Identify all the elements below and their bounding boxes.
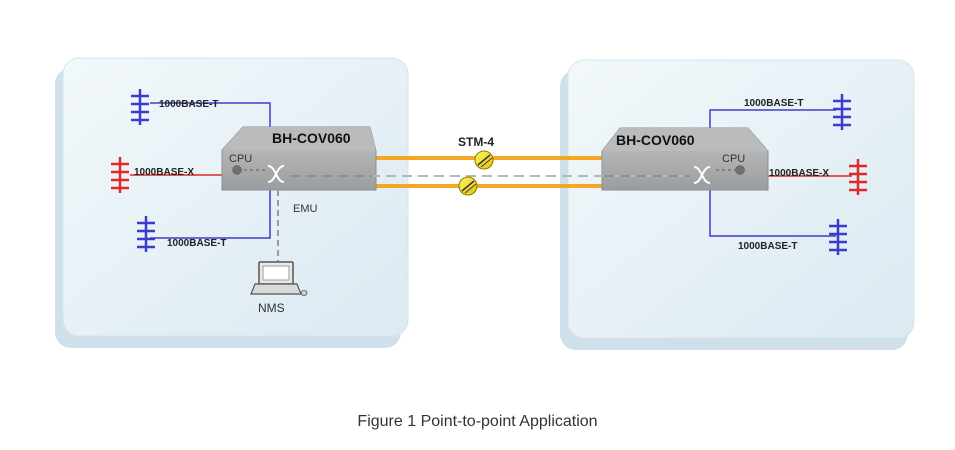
left-cpu-label: CPU — [229, 153, 252, 165]
right-cpu-label: CPU — [722, 153, 745, 165]
left-device-label: BH-COV060 — [272, 130, 351, 146]
right-switch-icon — [693, 166, 711, 184]
nms-label: NMS — [258, 301, 285, 315]
stm4-marker-top-icon — [474, 150, 494, 170]
right-port-mid-label: 1000BASE-X — [769, 168, 829, 179]
right-port-bottom-icon — [829, 219, 847, 255]
left-port-mid-icon — [111, 157, 129, 193]
right-port-mid-icon — [849, 159, 867, 195]
left-switch-icon — [267, 165, 285, 183]
right-port-bottom-cable — [709, 188, 836, 237]
left-port-bottom-label: 1000BASE-T — [167, 238, 226, 249]
left-port-mid-label: 1000BASE-X — [134, 167, 194, 178]
left-port-top-label: 1000BASE-T — [159, 99, 218, 110]
right-device-label: BH-COV060 — [616, 132, 695, 148]
left-device — [221, 126, 377, 191]
left-cpu-icon — [232, 165, 242, 175]
right-device — [601, 127, 769, 191]
right-port-bottom-label: 1000BASE-T — [738, 241, 797, 252]
left-port-bottom-cable — [150, 186, 271, 239]
right-port-top-icon — [833, 94, 851, 130]
left-port-bottom-icon — [137, 216, 155, 252]
left-site-panel — [55, 57, 409, 348]
nms-laptop-icon — [250, 261, 308, 296]
right-port-top-label: 1000BASE-T — [744, 98, 803, 109]
stm4-label: STM-4 — [458, 135, 494, 149]
stm4-marker-bottom-icon — [458, 176, 478, 196]
management-path — [244, 169, 736, 262]
right-cpu-icon — [735, 165, 745, 175]
figure-caption: Figure 1 Point-to-point Application — [357, 413, 598, 430]
left-port-top-icon — [131, 89, 149, 125]
right-site-panel — [560, 59, 915, 350]
left-emu-label: EMU — [293, 203, 318, 215]
